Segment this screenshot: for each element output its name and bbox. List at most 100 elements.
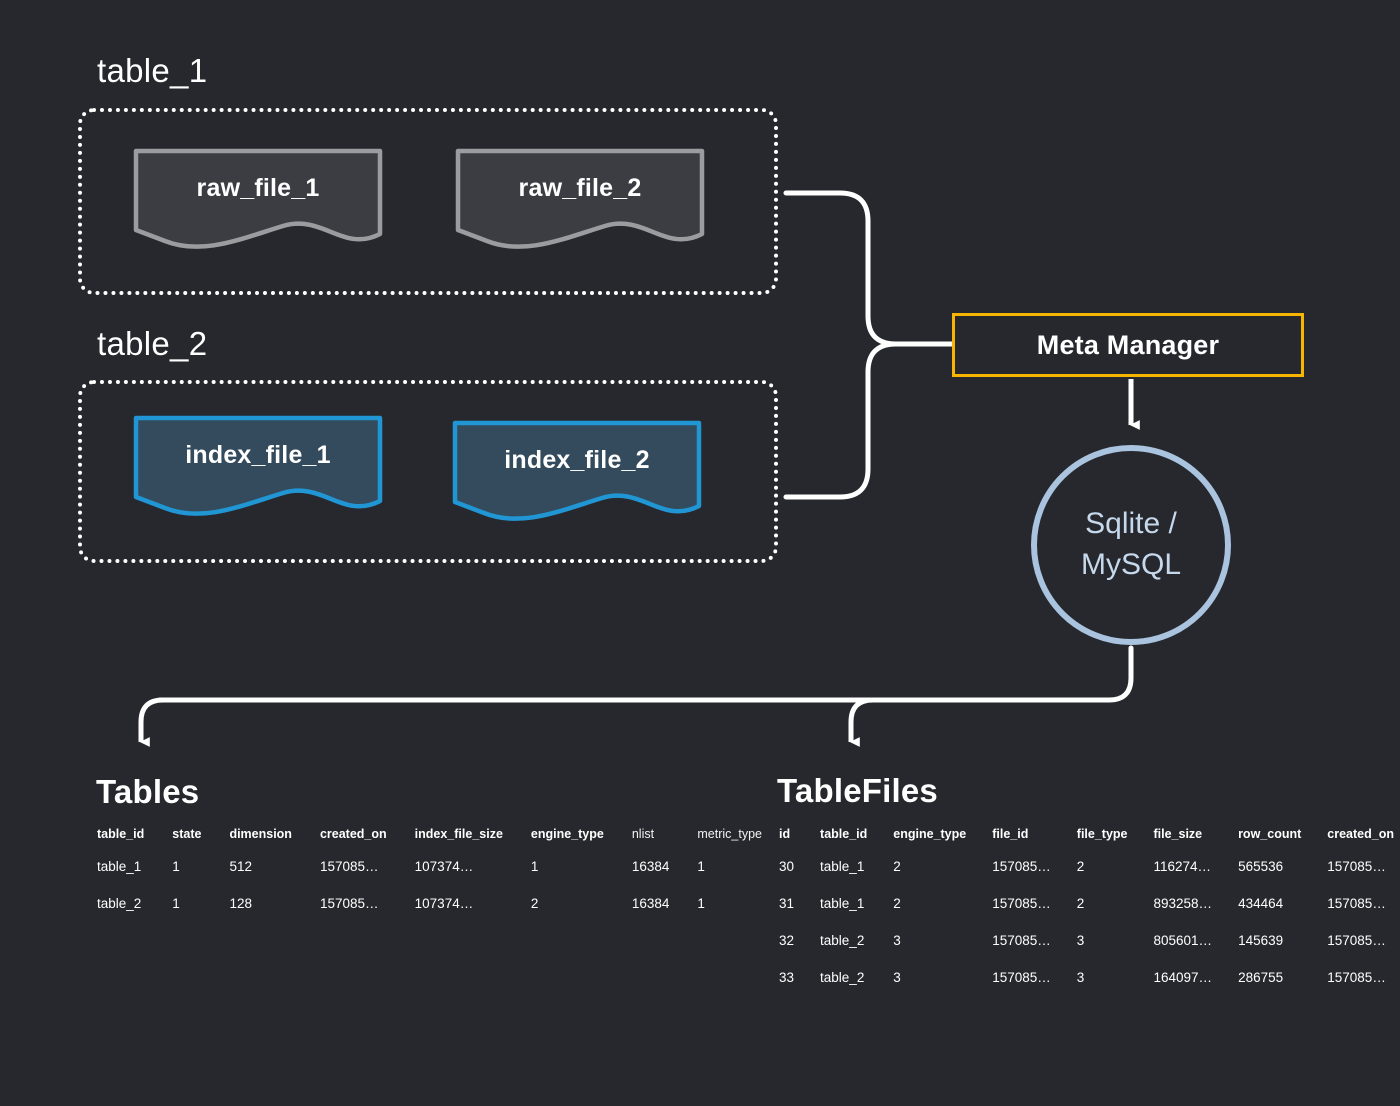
wire-trunk-to-tables: [138, 697, 164, 747]
column-header-file-type: file_type: [1076, 827, 1128, 841]
document-shape-icon: [455, 148, 705, 249]
tablefiles-data-table: id table_id engine_type file_id file_type fil…: [779, 827, 1400, 1007]
cell-index-file-size: 107374…: [414, 859, 474, 874]
cell-state: 1: [172, 896, 180, 911]
file-node-index-file-2[interactable]: index_file_2: [452, 420, 702, 525]
column-header-dimension: dimension: [229, 827, 292, 841]
cell-dimension: 128: [229, 896, 252, 911]
cell-file-type: 3: [1076, 970, 1085, 985]
cell-row-count: 286755: [1238, 970, 1284, 985]
cell-file-id: 157085…: [992, 970, 1051, 985]
wire-db-trunk: [157, 645, 1134, 703]
cell-engine-type: 2: [893, 896, 901, 911]
table-header-row: table_id state dimension created_on index_fi…: [97, 827, 790, 859]
table-row: 33 table_2 3 157085… 3 164097… 286755 157085…: [779, 970, 1400, 1007]
column-header-nlist: nlist: [631, 827, 655, 841]
table-row: table_1 1 512 157085… 107374… 1 16384 1: [97, 859, 790, 896]
cell-file-type: 2: [1076, 896, 1085, 911]
cell-table-id: table_2: [97, 896, 142, 911]
cell-row-count: 565536: [1238, 859, 1284, 874]
cell-file-type: 3: [1076, 933, 1085, 948]
cell-table-id: table_2: [820, 933, 865, 948]
cell-id: 31: [779, 896, 795, 911]
cell-engine-type: 1: [530, 859, 539, 874]
column-header-state: state: [172, 827, 202, 841]
group-label-table-2: table_2: [97, 325, 208, 362]
document-shape-icon: [452, 420, 702, 521]
cell-table-id: table_1: [820, 859, 865, 874]
tablefiles-section-title: TableFiles: [777, 772, 938, 809]
cell-table-id: table_1: [820, 896, 865, 911]
column-header-table-id: table_id: [820, 827, 868, 841]
column-header-table-id: table_id: [97, 827, 145, 841]
cell-created-on: 157085…: [1327, 970, 1386, 985]
group-label-table-1: table_1: [97, 52, 208, 89]
document-shape-icon: [133, 415, 383, 516]
tables-section-title: Tables: [96, 773, 200, 810]
file-node-raw-file-1[interactable]: raw_file_1: [133, 148, 383, 253]
cell-id: 33: [779, 970, 795, 985]
file-node-index-file-1[interactable]: index_file_1: [133, 415, 383, 520]
column-header-metric-type: metric_type: [697, 827, 762, 841]
meta-manager-label: Meta Manager: [1036, 329, 1220, 360]
cell-file-id: 157085…: [992, 933, 1051, 948]
database-label-line-2: MySQL: [1080, 548, 1182, 581]
cell-created-on: 157085…: [1327, 896, 1386, 911]
cell-row-count: 434464: [1238, 896, 1284, 911]
cell-dimension: 512: [229, 859, 252, 874]
cell-created-on: 157085…: [1327, 933, 1386, 948]
database-node[interactable]: Sqlite / MySQL: [1031, 445, 1231, 645]
column-header-engine-type: engine_type: [893, 827, 967, 841]
cell-table-id: table_2: [820, 970, 865, 985]
wire-table1-to-meta: [783, 190, 955, 347]
table-body: table_1 1 512 157085… 107374… 1 16384 1 table_2 1…: [97, 859, 790, 933]
cell-file-size: 116274…: [1153, 859, 1212, 874]
table-row: 31 table_1 2 157085… 2 893258… 434464 157085…: [779, 896, 1400, 933]
column-header-file-size: file_size: [1153, 827, 1203, 841]
column-header-index-file-size: index_file_size: [414, 827, 503, 841]
column-header-engine-type: engine_type: [530, 827, 604, 841]
cell-file-type: 2: [1076, 859, 1085, 874]
cell-index-file-size: 107374…: [414, 896, 474, 911]
group-box-table-1: [78, 108, 778, 295]
cell-engine-type: 2: [530, 896, 539, 911]
cell-file-size: 805601…: [1153, 933, 1213, 948]
cell-table-id: table_1: [97, 859, 142, 874]
cell-created-on: 157085…: [319, 896, 379, 911]
cell-id: 32: [779, 933, 795, 948]
cell-created-on: 157085…: [319, 859, 379, 874]
wire-trunk-to-tablefiles: [848, 697, 874, 747]
cell-engine-type: 3: [893, 970, 901, 985]
cell-file-size: 164097…: [1153, 970, 1213, 985]
column-header-created-on: created_on: [1327, 827, 1394, 841]
cell-created-on: 157085…: [1327, 859, 1386, 874]
column-header-created-on: created_on: [319, 827, 387, 841]
column-header-row-count: row_count: [1238, 827, 1302, 841]
cell-file-id: 157085…: [992, 859, 1051, 874]
document-shape-icon: [133, 148, 383, 249]
column-header-file-id: file_id: [992, 827, 1029, 841]
group-box-table-2: [78, 380, 778, 563]
column-header-id: id: [779, 827, 791, 841]
cell-nlist: 16384: [631, 859, 670, 874]
cell-state: 1: [172, 859, 180, 874]
table-row: 32 table_2 3 157085… 3 805601… 145639 157085…: [779, 933, 1400, 970]
cell-file-size: 893258…: [1153, 896, 1213, 911]
table-row: 30 table_1 2 157085… 2 116274… 565536 157085…: [779, 859, 1400, 896]
cell-metric-type: 1: [697, 859, 705, 874]
cell-file-id: 157085…: [992, 896, 1051, 911]
table-header-row: id table_id engine_type file_id file_type fil…: [779, 827, 1400, 859]
cell-nlist: 16384: [631, 896, 670, 911]
cell-engine-type: 3: [893, 933, 901, 948]
cell-metric-type: 1: [697, 896, 705, 911]
file-node-raw-file-2[interactable]: raw_file_2: [455, 148, 705, 253]
database-label-line-1: Sqlite /: [1085, 507, 1177, 541]
tables-data-table: table_id state dimension created_on index_fi…: [97, 827, 790, 933]
cell-row-count: 145639: [1238, 933, 1284, 948]
table-row: table_2 1 128 157085… 107374… 2 16384 1: [97, 896, 790, 933]
cell-engine-type: 2: [893, 859, 901, 874]
cell-id: 30: [779, 859, 795, 874]
meta-manager-node[interactable]: Meta Manager: [952, 313, 1304, 377]
wire-table2-to-meta: [783, 341, 955, 500]
